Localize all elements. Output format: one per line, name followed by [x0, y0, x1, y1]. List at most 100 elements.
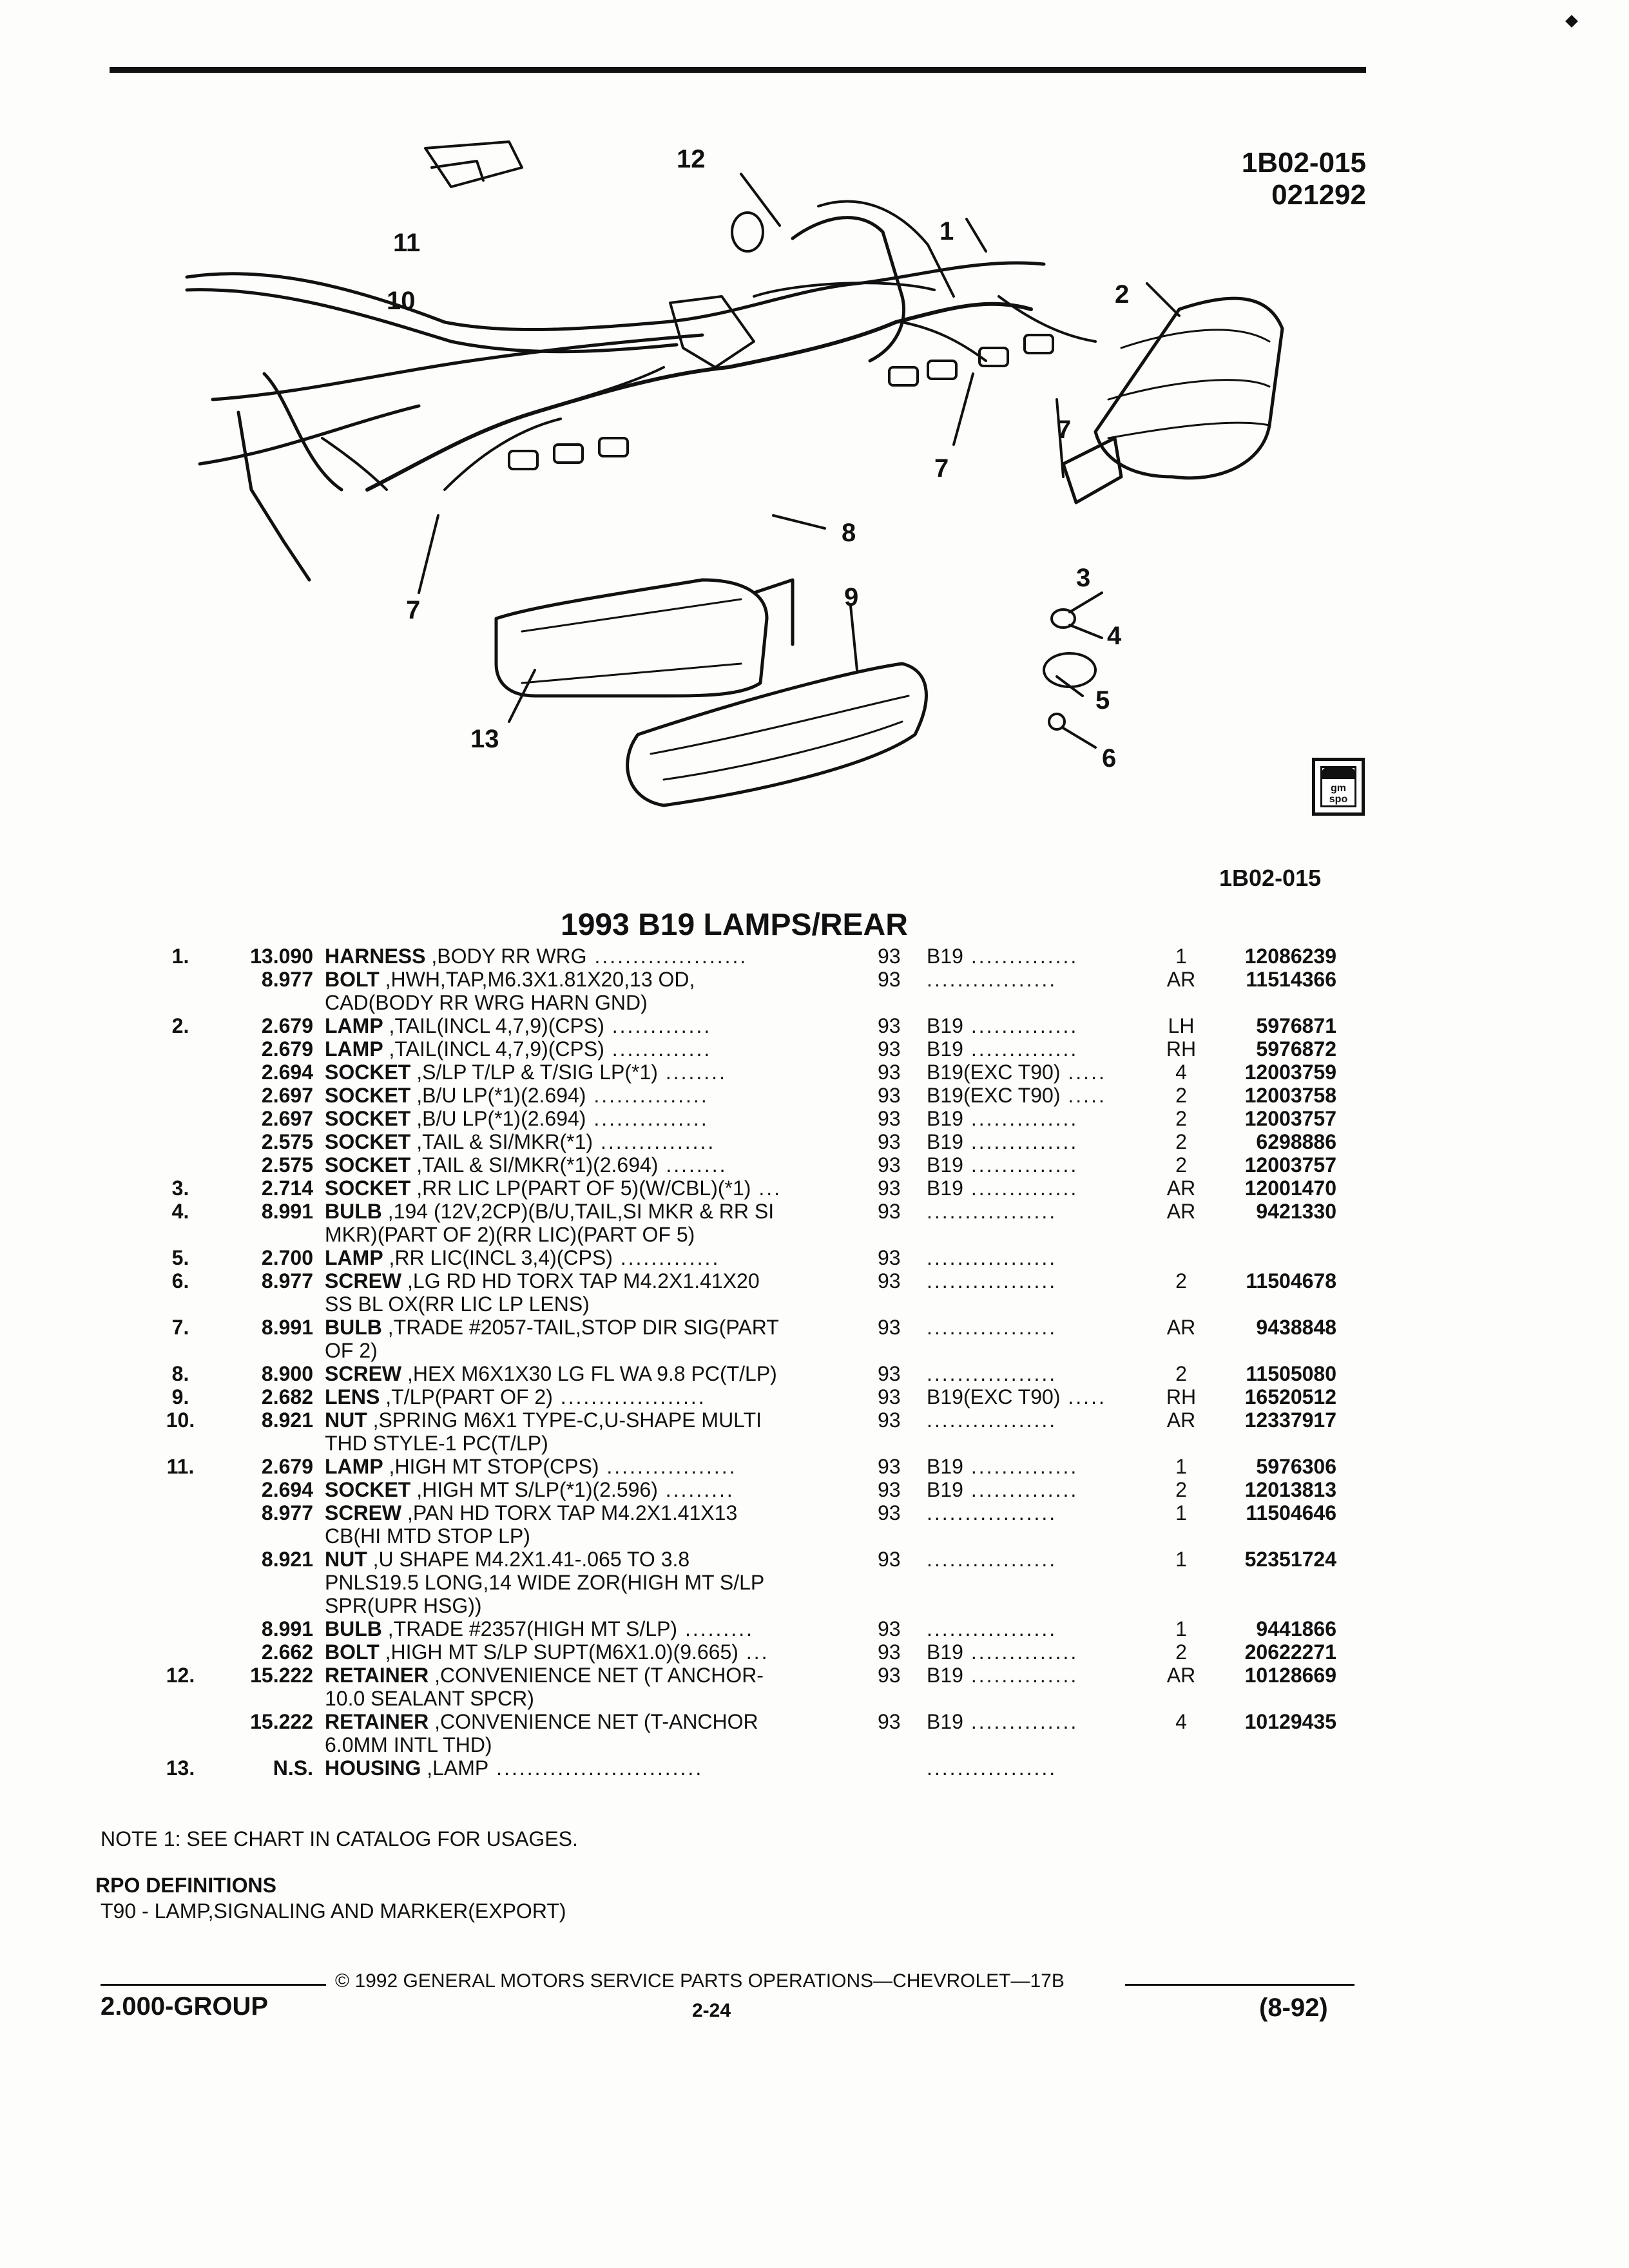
part-name: BOLT [325, 968, 380, 991]
part-number [1208, 1733, 1336, 1756]
option-dots: .............. [963, 1037, 1079, 1061]
option-text: B19(EXC T90) [927, 1084, 1061, 1107]
part-description: BULB ,TRADE #2357(HIGH MT S/LP) ........… [325, 1617, 878, 1640]
convenience-net-retainer [731, 211, 764, 253]
part-detail: ,TAIL & SI/MKR(*1) [410, 1130, 593, 1153]
option-text: B19 [927, 1478, 963, 1501]
part-description: SS BL OX(RR LIC LP LENS) [325, 1293, 878, 1316]
leader-dots: .................... [586, 945, 748, 968]
part-detail: ,B/U LP(*1)(2.694) [410, 1084, 586, 1107]
option-dots: ................. [927, 1501, 1057, 1524]
quantity [1155, 1293, 1208, 1316]
part-description: RETAINER ,CONVENIENCE NET (T-ANCHOR [325, 1710, 878, 1733]
option-code: ................. [927, 1408, 1155, 1432]
ref-number [129, 1084, 232, 1107]
part-description: MKR)(PART OF 2)(RR LIC)(PART OF 5) [325, 1223, 878, 1246]
option-code [927, 1687, 1155, 1710]
quantity: AR [1166, 1408, 1196, 1432]
model-year: 93 [878, 1037, 901, 1061]
part-detail: ,TAIL & SI/MKR(*1)(2.694) [410, 1153, 659, 1177]
part-detail: ,LAMP [421, 1756, 489, 1780]
ref-number [129, 1223, 232, 1246]
option-code: B19 .............. [927, 1478, 1155, 1501]
parts-row: PNLS19.5 LONG,14 WIDE ZOR(HIGH MT S/LP [129, 1571, 1336, 1594]
ref-number [129, 1687, 232, 1710]
figure-header: 1B02-015 021292 [1242, 147, 1366, 211]
model-year: 93 [878, 1177, 901, 1200]
option-dots: ................. [927, 1548, 1057, 1571]
group-number: 2.700 [261, 1246, 313, 1269]
part-detail: ,BODY RR WRG [425, 945, 587, 968]
footer-rule-right [1125, 1984, 1354, 1986]
group-number: N.S. [273, 1756, 313, 1780]
option-code: B19 .............. [927, 1177, 1155, 1200]
ref-number [129, 1640, 232, 1664]
option-dots: .............. [963, 1478, 1079, 1501]
parts-row: MKR)(PART OF 2)(RR LIC)(PART OF 5) [129, 1223, 1336, 1246]
part-number: 52351724 [1244, 1548, 1336, 1571]
quantity: 2 [1175, 1269, 1187, 1293]
quantity [1155, 1524, 1208, 1548]
part-name: SOCKET [325, 1478, 411, 1501]
parts-row: CB(HI MTD STOP LP) [129, 1524, 1336, 1548]
quantity: 2 [1175, 1478, 1187, 1501]
group-number: 8.921 [261, 1548, 313, 1571]
part-detail: ,CONVENIENCE NET (T ANCHOR- [429, 1664, 764, 1687]
model-year: 93 [878, 945, 901, 968]
callout-13: 13 [470, 725, 499, 753]
model-year: 93 [878, 1316, 901, 1339]
ref-number [129, 1478, 232, 1501]
part-detail: ,HEX M6X1X30 LG FL WA 9.8 PC(T/LP) [401, 1362, 777, 1385]
quantity: AR [1166, 1664, 1196, 1687]
part-number [1208, 1432, 1336, 1455]
option-code: ................. [927, 1548, 1155, 1571]
ref-number [129, 1571, 232, 1594]
part-description: CB(HI MTD STOP LP) [325, 1524, 878, 1548]
group-number: 2.662 [261, 1640, 313, 1664]
part-description: RETAINER ,CONVENIENCE NET (T ANCHOR- [325, 1664, 878, 1687]
page-number: 2-24 [692, 2000, 731, 2021]
parts-row: 10.0 SEALANT SPCR) [129, 1687, 1336, 1710]
part-number [1208, 1594, 1336, 1617]
option-dots: ................. [927, 968, 1057, 991]
part-number: 12003757 [1244, 1107, 1336, 1130]
leader-dots: ........................... [488, 1756, 704, 1780]
part-description: 6.0MM INTL THD) [325, 1733, 878, 1756]
part-description: LAMP ,TAIL(INCL 4,7,9)(CPS) ............… [325, 1037, 878, 1061]
quantity: AR [1166, 1200, 1196, 1223]
part-description: SOCKET ,TAIL & SI/MKR(*1) ..............… [325, 1130, 878, 1153]
part-number: 11504646 [1246, 1501, 1336, 1524]
ref-number [129, 1130, 232, 1153]
group-number [232, 1293, 325, 1316]
ref-number: 4. [171, 1200, 189, 1223]
ref-number [129, 968, 232, 991]
part-detail: 6.0MM INTL THD) [325, 1733, 492, 1756]
group-number [232, 1733, 325, 1756]
model-year [878, 991, 927, 1014]
group-number: 15.222 [250, 1710, 313, 1733]
callout-1: 1 [940, 217, 954, 245]
part-detail: ,B/U LP(*1)(2.694) [410, 1107, 586, 1130]
part-detail: ,SPRING M6X1 TYPE-C,U-SHAPE MULTI [367, 1408, 762, 1432]
model-year: 93 [878, 1362, 901, 1385]
option-text: B19(EXC T90) [927, 1385, 1061, 1408]
option-code: B19 .............. [927, 1130, 1155, 1153]
part-name: LAMP [325, 1246, 383, 1269]
quantity [1155, 1339, 1208, 1362]
copyright-line: © 1992 GENERAL MOTORS SERVICE PARTS OPER… [335, 1970, 1065, 1992]
model-year: 93 [878, 1385, 901, 1408]
group-number [232, 1339, 325, 1362]
option-code [927, 1733, 1155, 1756]
option-code: B19 .............. [927, 1710, 1155, 1733]
part-description: HARNESS ,BODY RR WRG ...................… [325, 945, 878, 968]
option-dots: .............. [963, 1710, 1079, 1733]
part-name: NUT [325, 1408, 367, 1432]
part-name: BULB [325, 1316, 382, 1339]
lh-tail-lamp-assembly [494, 578, 795, 698]
